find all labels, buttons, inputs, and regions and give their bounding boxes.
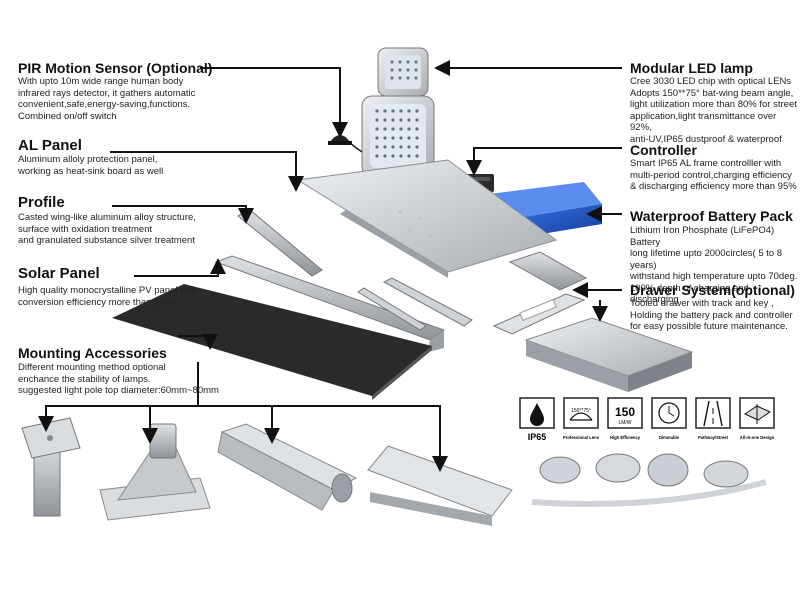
controller-title: Controller	[630, 142, 697, 158]
mounting-title: Mounting Accessories	[18, 345, 167, 361]
al-panel	[296, 159, 558, 278]
led-description: Cree 3030 LED chip with optical LENs Ado…	[630, 76, 797, 145]
lens-accessories	[531, 453, 767, 507]
mounting-bracket-3	[217, 423, 358, 511]
controller-description: Smart IP65 AL frame controlller with mul…	[630, 158, 797, 192]
led-lamp-module-bottom	[361, 95, 435, 177]
efficiency-icon-value: 150	[615, 405, 635, 419]
mounting-description: Different mounting method optional encha…	[18, 362, 219, 396]
profile-strip-1	[357, 287, 427, 331]
battery-title: Waterproof Battery Pack	[630, 208, 793, 224]
end-cap-bracket	[492, 293, 586, 335]
drawer	[524, 317, 694, 392]
connector-lines	[38, 60, 622, 472]
efficiency-caption: High Efficiency	[610, 435, 641, 440]
lens-icon: 150°*75°	[563, 397, 599, 429]
clock-icon	[651, 397, 687, 429]
solar-panel	[112, 284, 432, 400]
mounting-bracket-1	[21, 417, 81, 517]
led-title: Modular LED lamp	[630, 60, 753, 76]
lens-icon-label: 150°*75°	[571, 408, 591, 414]
pir-description: With upto 10m wide range human body infr…	[18, 76, 196, 122]
drawer-title: Drawer System(optional)	[630, 282, 795, 298]
al-panel-description: Aluminum alloly protection panel, workin…	[18, 154, 164, 177]
efficiency-icon: 150 LM/W	[607, 397, 643, 429]
ip65-caption: IP65	[528, 432, 547, 442]
profile-title: Profile	[18, 194, 65, 211]
all-in-one-icon	[739, 397, 775, 429]
profile-strip-2	[382, 277, 473, 327]
drawer-description: Tooled drawer with track and key , Holdi…	[630, 298, 793, 332]
profile-rail-right	[508, 251, 588, 291]
road-icon	[695, 397, 731, 429]
led-lamp-module-top	[377, 47, 429, 97]
mounting-bracket-4	[367, 445, 513, 526]
battery-description: Lithium Iron Phosphate (LiFePO4) Battery…	[630, 225, 798, 305]
solar-panel-title: Solar Panel	[18, 265, 100, 282]
lens-caption: Professional Lens	[563, 435, 600, 440]
pir-title: PIR Motion Sensor (Optional)	[18, 60, 213, 76]
pathway-caption: Pathway/Street	[698, 435, 729, 440]
al-panel-title: AL Panel	[18, 137, 82, 154]
solar-panel-description: High quality monocrystalline PV panel wi…	[18, 285, 198, 308]
profile-description: Casted wing-like aluminum alloy structur…	[18, 212, 196, 246]
all-in-one-caption: All-in-one Design	[740, 435, 775, 440]
efficiency-icon-unit: LM/W	[618, 420, 631, 426]
dimmable-caption: Dimmable	[659, 435, 680, 440]
water-drop-icon	[519, 397, 555, 429]
